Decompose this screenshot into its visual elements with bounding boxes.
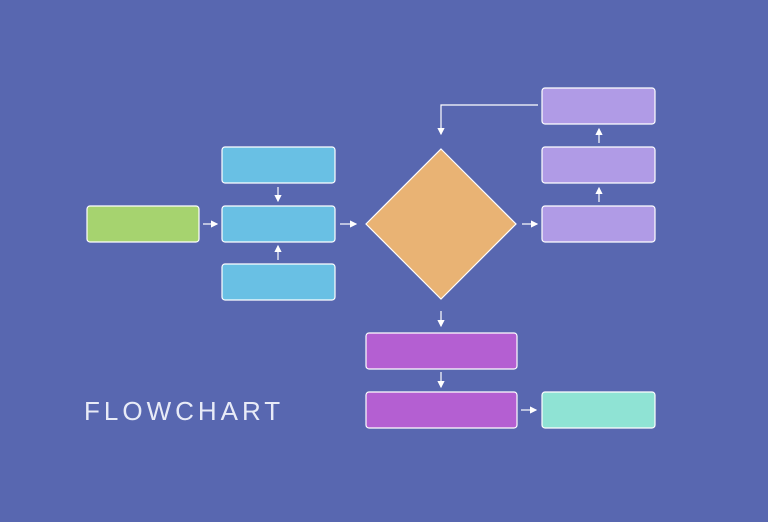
arrow-loop-back-to-decision xyxy=(437,104,538,136)
branch-node-top xyxy=(541,87,656,125)
end-node xyxy=(541,391,656,429)
sequence-node-1 xyxy=(365,332,518,370)
branch-node-middle xyxy=(541,146,656,184)
input-node-top xyxy=(221,146,336,184)
branch-node-bottom xyxy=(541,205,656,243)
start-node xyxy=(86,205,200,243)
flowchart-title: FLOWCHART xyxy=(84,396,285,426)
sequence-node-2 xyxy=(365,391,518,429)
decision-diamond xyxy=(365,148,517,300)
input-node-bottom xyxy=(221,263,336,301)
process-node-center xyxy=(221,205,336,243)
